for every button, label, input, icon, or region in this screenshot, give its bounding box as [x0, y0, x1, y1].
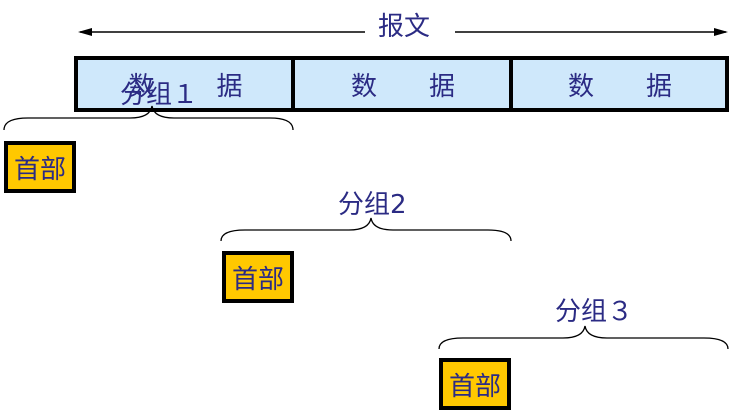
packet-1-brace	[3, 105, 294, 131]
packet-2-brace	[220, 217, 512, 242]
packet-1-header: 首部	[4, 141, 76, 193]
data-segment-1: 数 据	[80, 58, 291, 110]
data-segment-2-char-left: 数	[350, 71, 377, 102]
data-segment-3-char-right: 据	[646, 71, 673, 102]
packet-3-label: 分组３	[555, 297, 634, 327]
data-segment-3: 数 据	[515, 58, 725, 110]
data-segment-1-char-right: 据	[216, 71, 243, 102]
message-data-bar	[74, 56, 729, 112]
data-segment-2: 数 据	[297, 58, 509, 110]
packet-2-label: 分组2	[338, 190, 407, 220]
packet-3-brace	[438, 325, 729, 350]
data-segment-3-char-left: 数	[567, 71, 594, 102]
packet-2-header: 首部	[222, 251, 294, 303]
packet-3-header: 首部	[439, 358, 511, 410]
data-segment-1-char-left: 数	[128, 71, 155, 102]
message-arrow-right-head	[714, 28, 728, 36]
message-label: 报文	[378, 12, 431, 42]
message-arrow-left-head	[78, 28, 92, 36]
data-segment-2-char-right: 据	[429, 71, 456, 102]
packet-1-label: 分组１	[120, 80, 199, 110]
